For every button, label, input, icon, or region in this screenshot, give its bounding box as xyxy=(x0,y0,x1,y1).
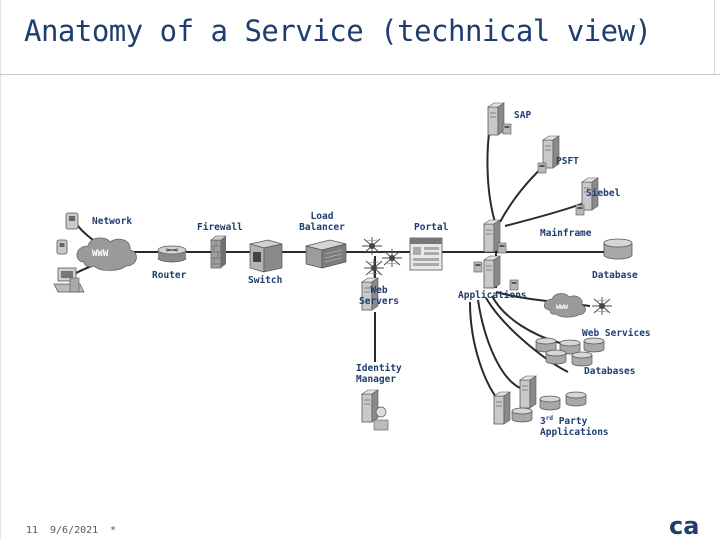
slide-number: 11 xyxy=(26,525,39,536)
label-web-servers: Web Servers xyxy=(358,285,400,307)
label-router: Router xyxy=(152,270,187,281)
server-icon xyxy=(483,219,507,254)
connection-lines xyxy=(71,132,625,403)
slide-marker: * xyxy=(110,525,117,536)
label-switch: Switch xyxy=(248,275,283,286)
label-psft: PSFT xyxy=(556,156,579,167)
label-network: Network xyxy=(92,216,133,227)
database-icon xyxy=(603,238,633,260)
label-firewall: Firewall xyxy=(197,222,243,233)
id-server-icon xyxy=(361,389,389,431)
svg-text:ca: ca xyxy=(669,512,699,538)
cloud-icon xyxy=(543,293,586,318)
portal-icon xyxy=(409,237,443,271)
spider-icon xyxy=(361,236,403,278)
label-identity-manager: Identity Manager xyxy=(356,363,402,385)
desktop-icon xyxy=(53,267,85,293)
ca-logo-icon: ca xyxy=(669,512,699,538)
label-database: Database xyxy=(592,270,638,281)
firewall-icon xyxy=(210,235,227,269)
label-third-party-applications: 3rd Party Applications xyxy=(540,415,609,439)
label-applications: Applications xyxy=(458,290,527,301)
label-databases: Databases xyxy=(584,366,636,377)
router-icon xyxy=(157,245,187,263)
title-divider xyxy=(0,74,720,75)
server-icon xyxy=(487,102,512,136)
slide-date: 9/6/2021 xyxy=(50,525,99,536)
label-web-services: Web Services xyxy=(582,328,651,339)
database-icon xyxy=(535,337,605,367)
phone-icon xyxy=(56,239,68,255)
label-siebel: Siebel xyxy=(586,188,621,199)
label-www: WWW xyxy=(92,249,109,259)
label-www-small: WWW xyxy=(556,303,568,311)
label-portal: Portal xyxy=(414,222,449,233)
server-icon xyxy=(473,255,519,291)
page-title: Anatomy of a Service (technical view) xyxy=(24,14,652,48)
label-sap: SAP xyxy=(514,110,532,121)
label-load-balancer: Load Balancer xyxy=(299,211,345,233)
phone-icon xyxy=(65,212,79,230)
load-balancer-icon xyxy=(305,239,347,269)
server-icon xyxy=(537,135,560,174)
slide-frame-left xyxy=(0,0,1,540)
spider-icon xyxy=(591,296,613,316)
label-mainframe: Mainframe xyxy=(540,228,592,239)
switch-icon xyxy=(249,239,283,273)
slide-frame-right xyxy=(714,0,715,75)
cloud-icon xyxy=(76,237,137,271)
